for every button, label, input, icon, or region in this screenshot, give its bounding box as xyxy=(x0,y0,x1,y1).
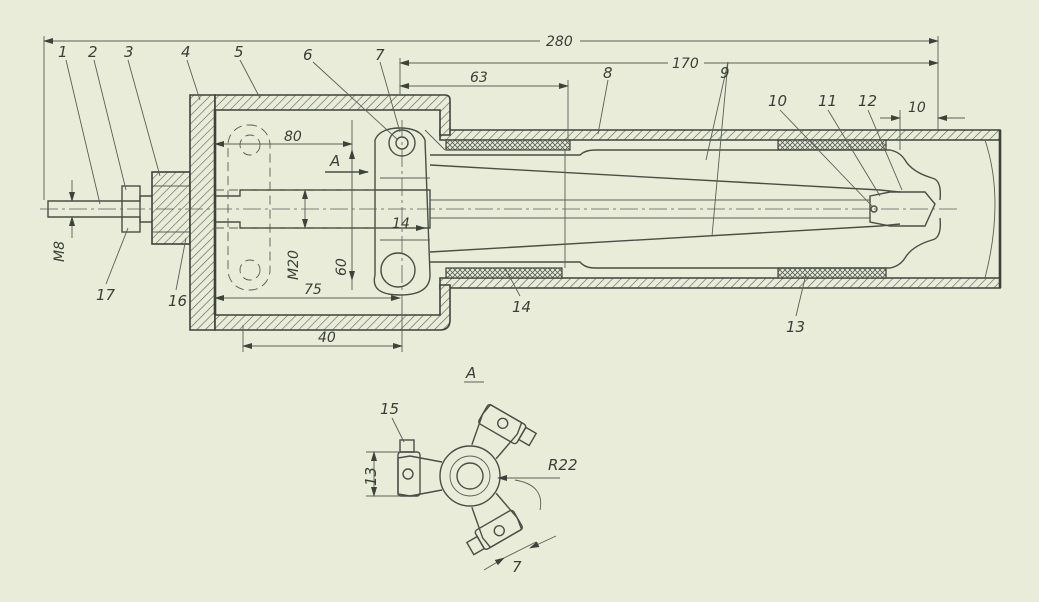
leaders xyxy=(65,59,903,317)
dim-10: 10 xyxy=(908,100,926,116)
arm-lower-right xyxy=(465,492,523,556)
part-number-4: 4 xyxy=(181,43,191,61)
dim-m8: M8 xyxy=(52,241,68,262)
main-section-view: 280 170 63 10 80 M20 60 xyxy=(40,32,1002,418)
arm-upper-right xyxy=(471,403,538,460)
part-number-15: 15 xyxy=(380,400,399,418)
part-number-16: 16 xyxy=(168,292,187,310)
dim-13: 13 xyxy=(362,467,380,486)
dim-60: 60 xyxy=(334,258,350,276)
dim-80: 80 xyxy=(284,129,302,145)
dim-14: 14 xyxy=(392,216,410,232)
hub-inner xyxy=(456,462,484,490)
part-number-10: 10 xyxy=(768,92,787,110)
dim-63: 63 xyxy=(470,70,488,86)
dim-280: 280 xyxy=(546,34,573,50)
hub-outer xyxy=(439,445,501,507)
part-number-1: 1 xyxy=(58,43,68,61)
part-number-5: 5 xyxy=(234,43,244,61)
dim-7: 7 xyxy=(512,558,522,576)
arm-left xyxy=(397,439,443,497)
part-number-9: 9 xyxy=(720,64,730,82)
bracket xyxy=(373,127,446,296)
part-number-6: 6 xyxy=(303,46,313,64)
part-number-12: 12 xyxy=(858,92,877,110)
dim-75: 75 xyxy=(304,282,322,298)
housing xyxy=(189,94,451,331)
view-a: A R22 xyxy=(362,364,578,576)
dimensions: 280 170 63 10 80 M20 60 xyxy=(43,32,965,352)
section-arrow-label: A xyxy=(329,152,340,170)
dim-m20: M20 xyxy=(286,250,302,280)
dim-40: 40 xyxy=(318,330,336,346)
felt-insert-bottom-left xyxy=(445,267,563,279)
part-number-14: 14 xyxy=(512,298,531,316)
part-number-11: 11 xyxy=(818,92,837,110)
felt-insert-top-right xyxy=(777,139,887,151)
part-number-7: 7 xyxy=(375,46,385,64)
part-number-2: 2 xyxy=(88,43,98,61)
part-number-17: 17 xyxy=(96,286,116,304)
part-number-3: 3 xyxy=(124,43,134,61)
dim-170: 170 xyxy=(672,56,699,72)
part-number-13: 13 xyxy=(786,318,805,336)
part-number-8: 8 xyxy=(603,64,613,82)
nut-3 xyxy=(151,171,191,245)
felt-insert-top-left xyxy=(445,139,571,151)
felt-insert-bottom-right xyxy=(777,267,887,279)
view-a-label: A xyxy=(465,364,476,382)
dim-r22: R22 xyxy=(548,456,578,474)
